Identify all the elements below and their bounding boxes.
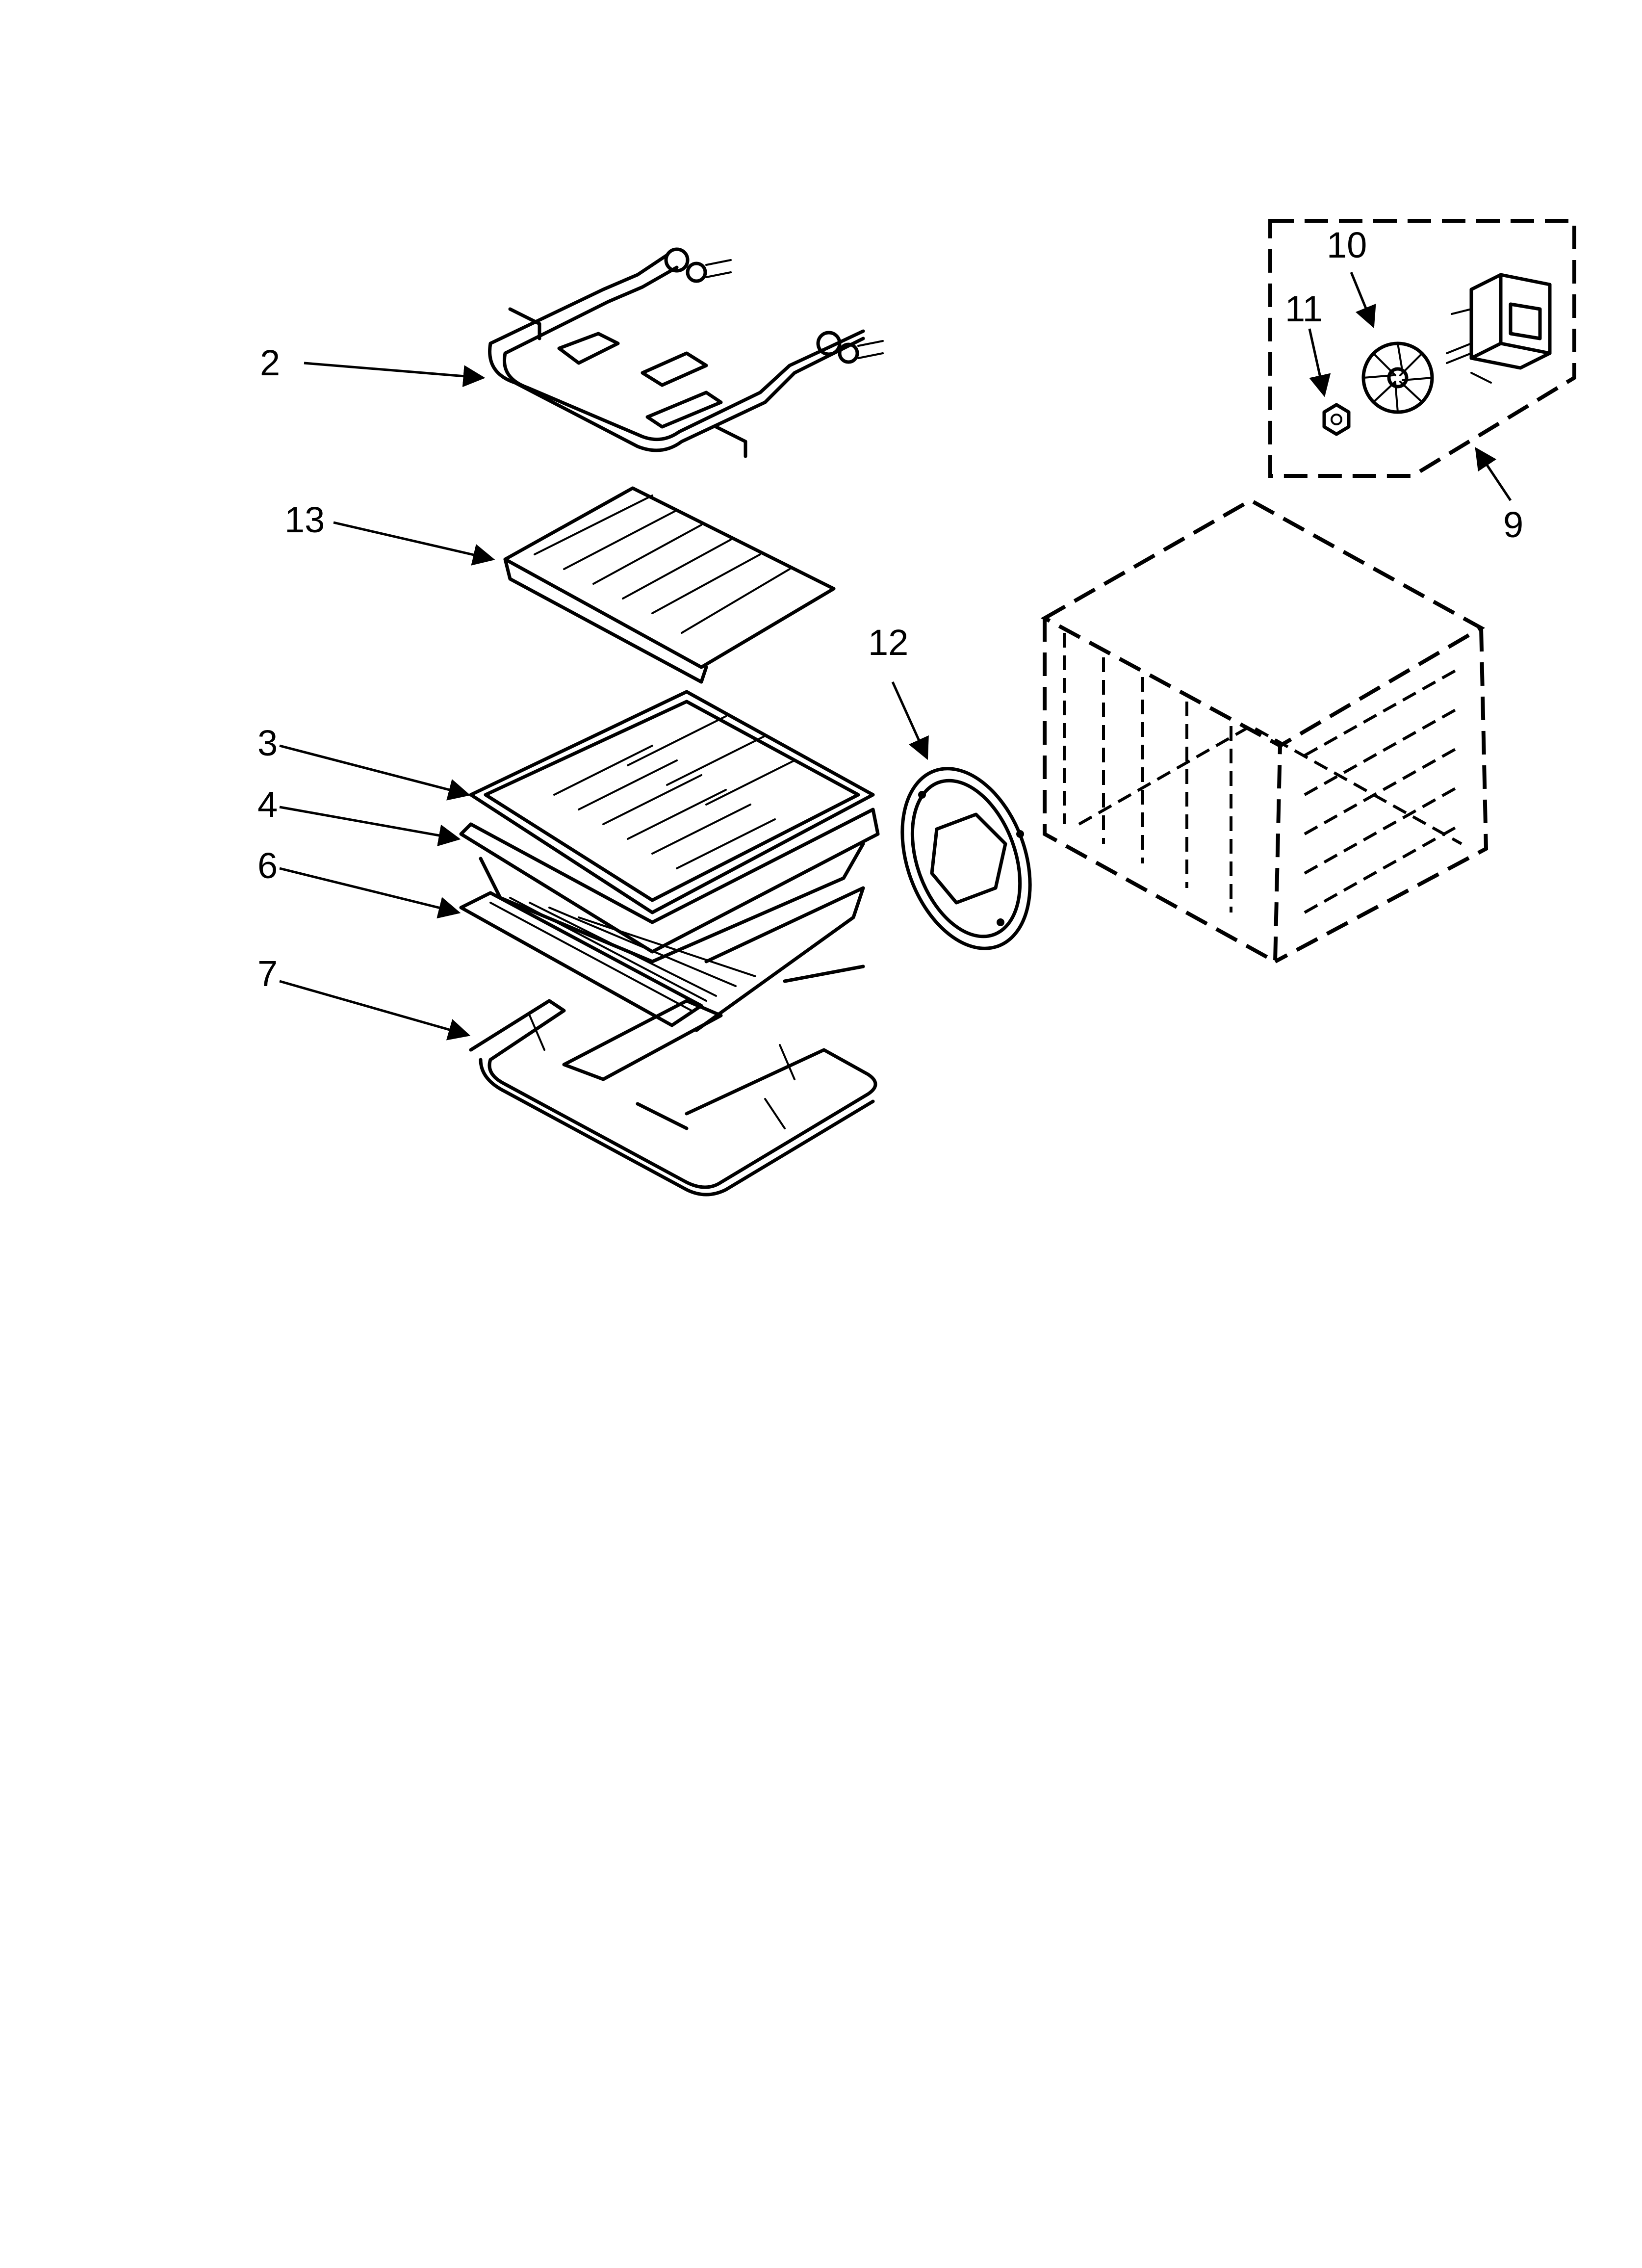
motor-kit-box bbox=[1268, 219, 1576, 478]
broiler-pan-drawing bbox=[459, 808, 880, 964]
callout-7: 7 bbox=[257, 953, 278, 994]
heating-element-top-drawing bbox=[488, 247, 884, 458]
fan-blade-drawing bbox=[1361, 341, 1434, 414]
callout-2: 2 bbox=[260, 342, 280, 383]
callout-11: 11 bbox=[1285, 288, 1323, 329]
callout-4: 4 bbox=[257, 784, 278, 825]
callout-12: 12 bbox=[868, 622, 908, 663]
broiler-grid-drawing bbox=[469, 690, 875, 914]
callout-6: 6 bbox=[257, 845, 278, 886]
callout-13: 13 bbox=[284, 499, 325, 540]
oven-cavity-drawing bbox=[1040, 498, 1488, 965]
leader-lines bbox=[279, 272, 1512, 1041]
callout-3: 3 bbox=[257, 723, 278, 763]
fan-cover-drawing bbox=[900, 767, 1032, 950]
callout-9: 9 bbox=[1503, 504, 1523, 545]
nut-drawing bbox=[1322, 403, 1351, 436]
callout-10: 10 bbox=[1327, 225, 1367, 265]
broiler-shield-drawing bbox=[503, 486, 836, 684]
bake-element-drawing bbox=[469, 965, 877, 1197]
convection-motor-drawing bbox=[1446, 273, 1552, 384]
